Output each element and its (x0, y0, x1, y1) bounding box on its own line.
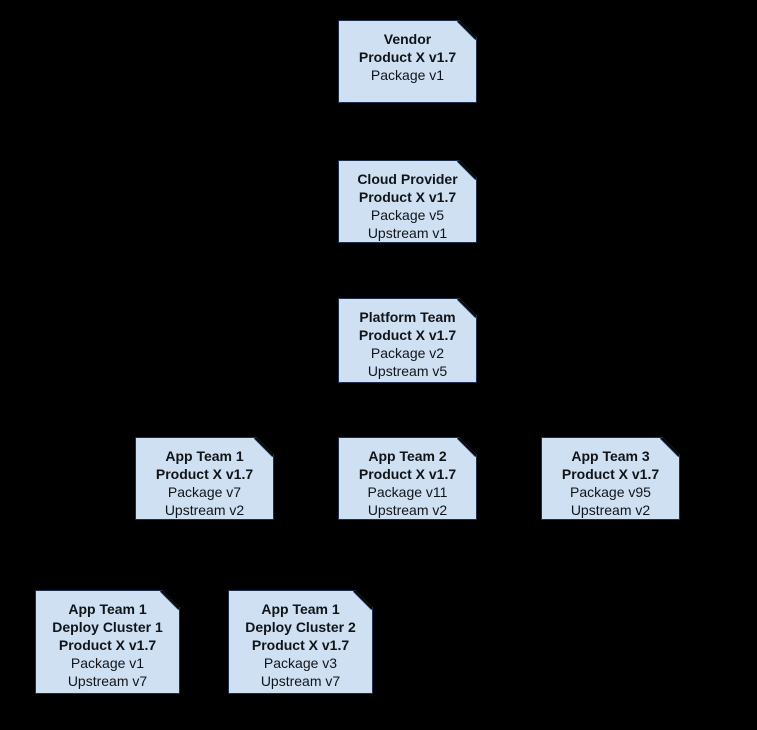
node-heading-line: App Team 1 (68, 601, 147, 617)
node-detail-line: Upstream v5 (367, 363, 448, 379)
node-heading-line: App Team 3 (571, 448, 650, 464)
node-detail-line: Package v11 (367, 484, 448, 500)
node-heading-line: App Team 1 (261, 601, 340, 617)
node-heading-line: Product X v1.7 (358, 466, 457, 482)
node-detail-line: Upstream v7 (260, 673, 341, 689)
node-detail-line: Package v2 (370, 345, 445, 361)
node-detail-line: Package v1 (370, 67, 445, 83)
node-heading-line: Product X v1.7 (58, 637, 157, 653)
node-heading-line: Product X v1.7 (358, 49, 457, 65)
node-heading-line: Product X v1.7 (358, 327, 457, 343)
node-heading-line: Product X v1.7 (358, 189, 457, 205)
node-text-block: App Team 1 Deploy Cluster 1 Product X v1.7… (36, 591, 179, 690)
node-detail-line: Package v1 (70, 655, 145, 671)
node-heading-line: Product X v1.7 (561, 466, 660, 482)
node-detail-line: Upstream v7 (67, 673, 148, 689)
node-heading-line: App Team 1 (165, 448, 244, 464)
node-detail-line: Upstream v2 (164, 502, 245, 518)
node-detail-line: Package v3 (263, 655, 338, 671)
node-detail-line: Upstream v1 (367, 225, 448, 241)
node-detail-line: Upstream v1 (339, 380, 476, 383)
node-heading-line: Vendor (383, 31, 432, 47)
node-heading-line: Platform Team (359, 309, 456, 325)
node-detail-line: Upstream v2 (367, 502, 448, 518)
node-text-block: App Team 1 Deploy Cluster 2 Product X v1.7… (229, 591, 372, 690)
node-detail-line: Package v95 (570, 484, 651, 500)
node-heading-line: Product X v1.7 (155, 466, 254, 482)
node-detail-line: Upstream v2 (570, 502, 651, 518)
node-heading-line: Cloud Provider (357, 171, 458, 187)
node-heading-line: Product X v1.7 (251, 637, 350, 653)
app-team-1-deploy-cluster-1-node: App Team 1 Deploy Cluster 1 Product X v1.7… (35, 590, 180, 694)
node-heading-line: App Team 2 (368, 448, 447, 464)
node-detail-line: Package v5 (370, 207, 445, 223)
node-detail-line: Package v7 (167, 484, 242, 500)
node-heading-line: Deploy Cluster 2 (245, 619, 356, 635)
node-heading-line: Deploy Cluster 1 (52, 619, 163, 635)
app-team-1-deploy-cluster-2-node: App Team 1 Deploy Cluster 2 Product X v1.7… (228, 590, 373, 694)
